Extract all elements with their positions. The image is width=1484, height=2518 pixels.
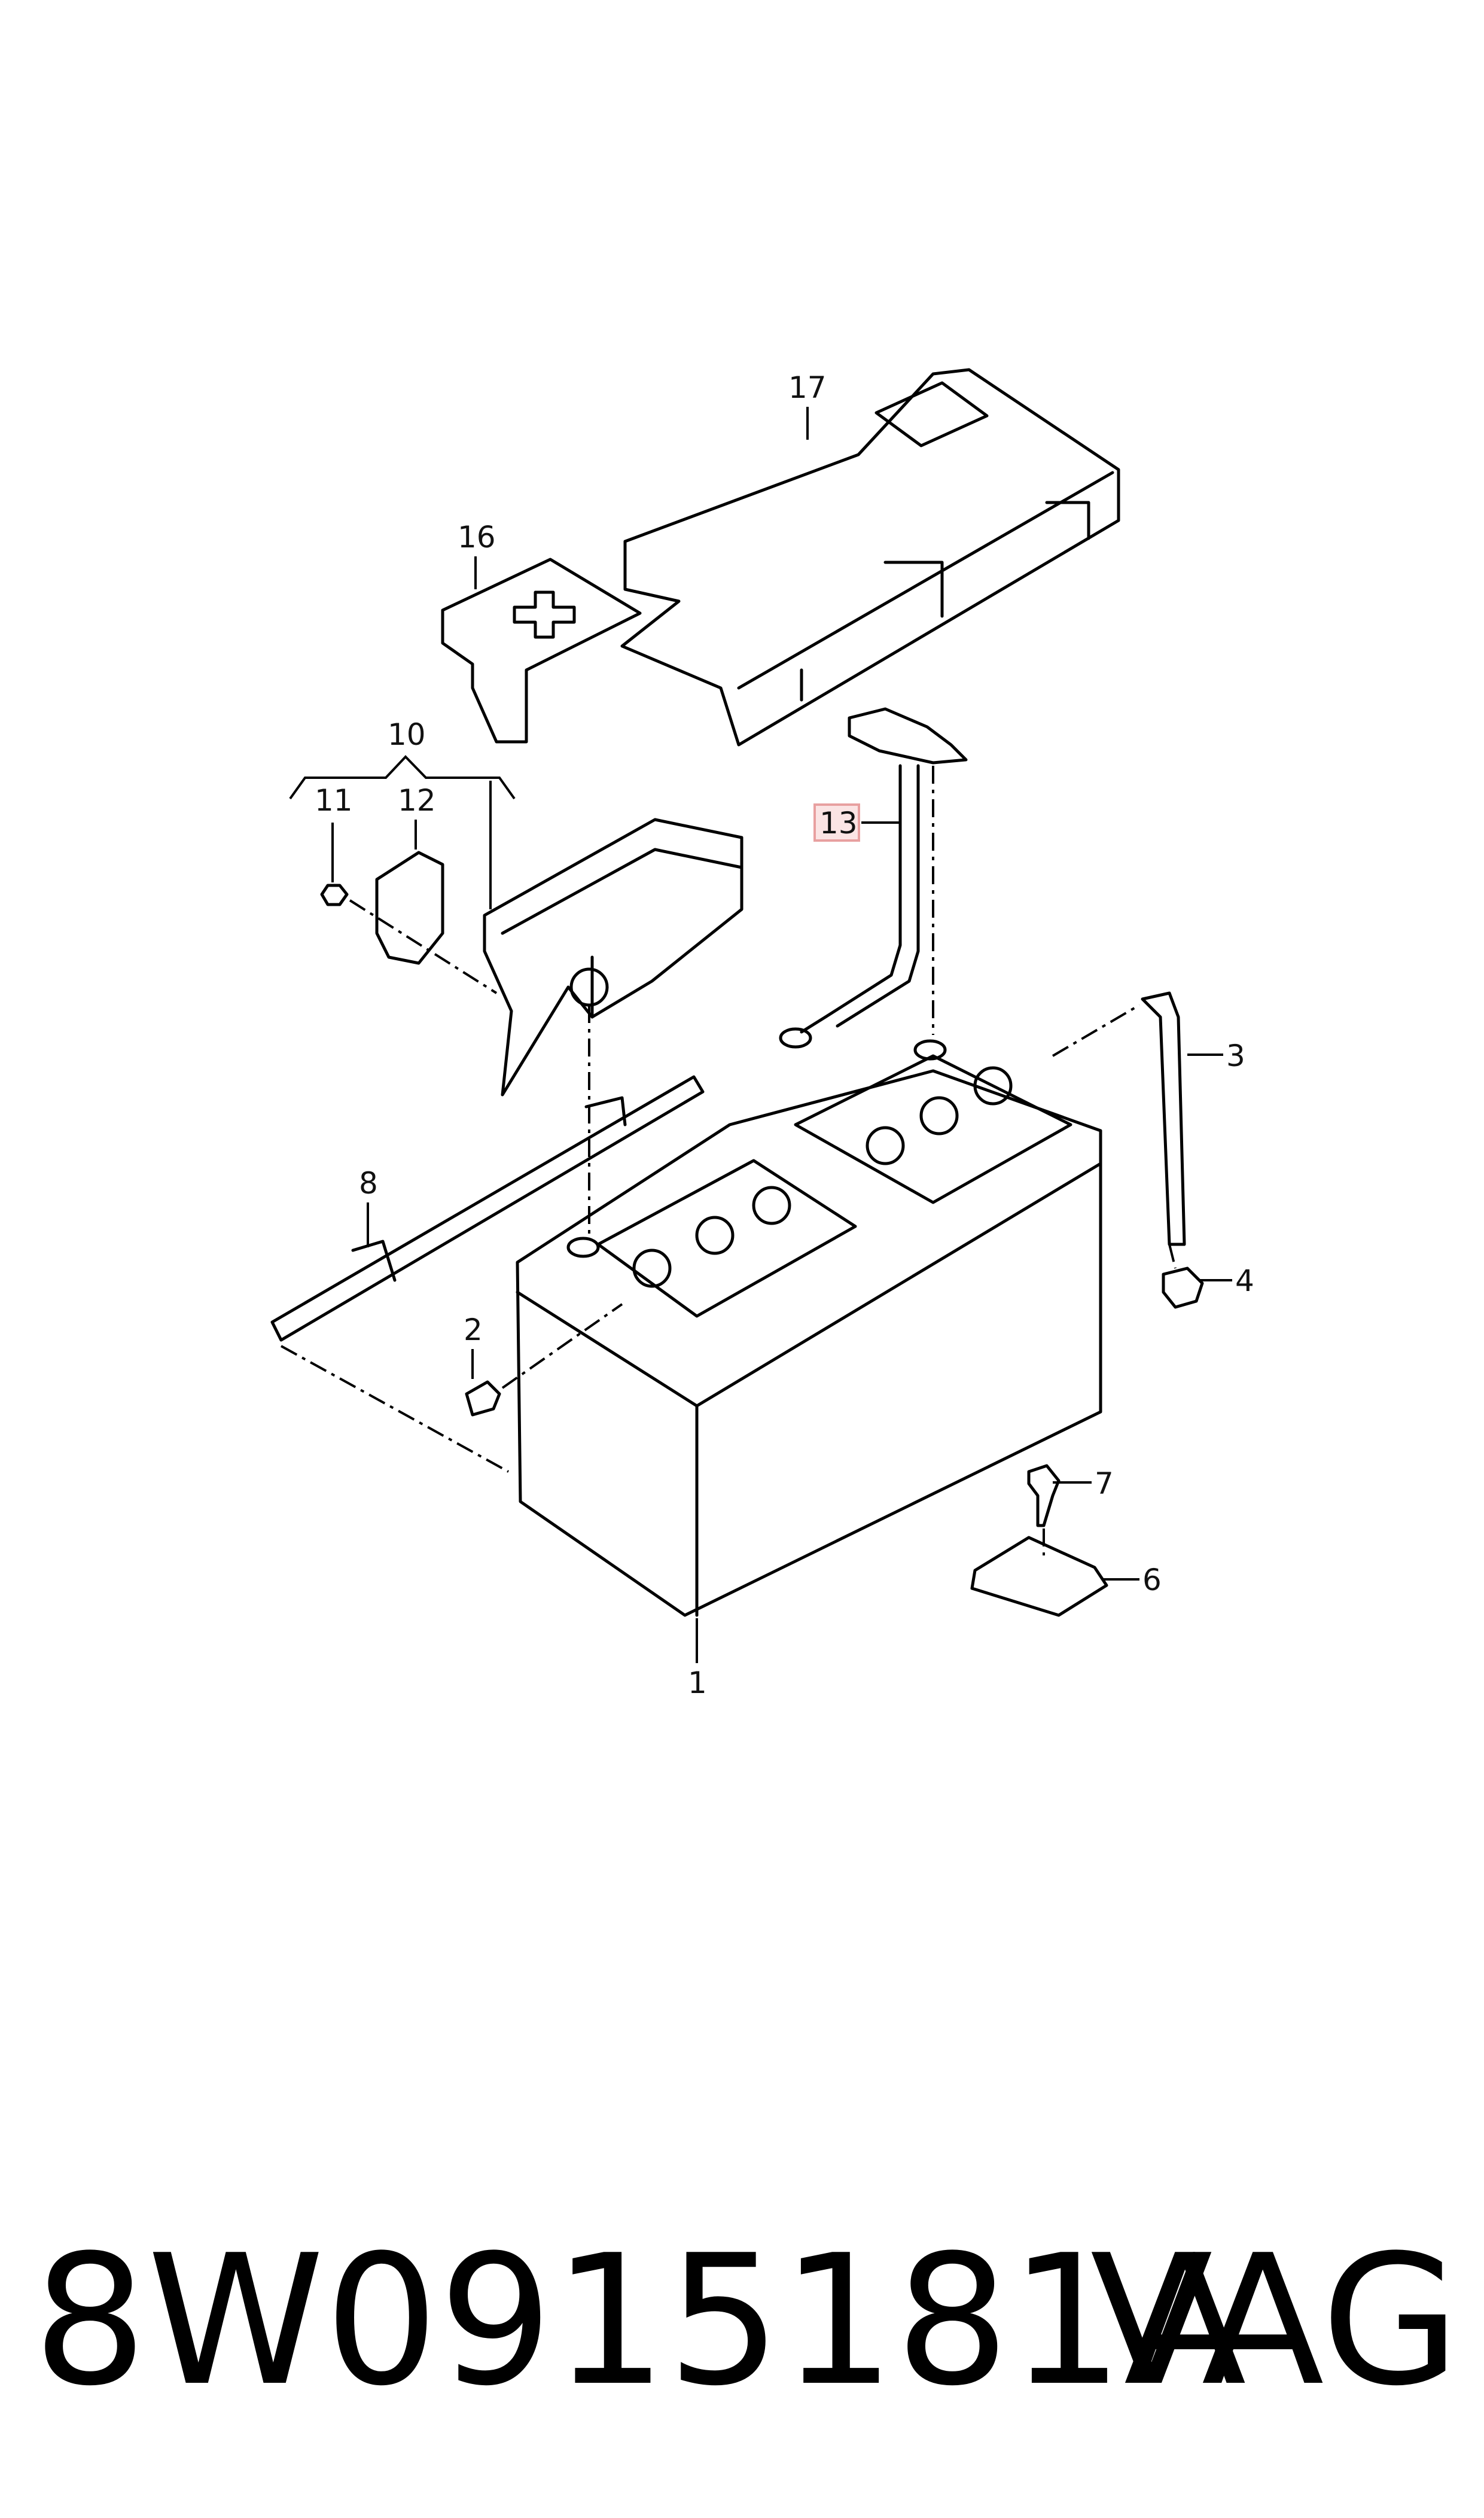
- vent-plug: [465, 1380, 501, 1417]
- mounting-rail: [270, 1075, 705, 1342]
- assembly-lines: [281, 766, 1177, 1555]
- part-number: 8W0915181A: [33, 2216, 1247, 2425]
- battery-cable: [779, 707, 968, 1049]
- callout-12: 12: [398, 783, 436, 818]
- sleeved-cable: [1141, 991, 1186, 1246]
- battery-cover: [620, 368, 1120, 747]
- callout-13-highlight: [813, 803, 860, 842]
- callout-13: 13: [819, 806, 858, 841]
- brand-label: VAG: [1090, 2216, 1460, 2425]
- callout-6: 6: [1142, 1563, 1162, 1597]
- callout-3: 3: [1226, 1039, 1245, 1073]
- fuse-terminal-housing: [483, 818, 743, 1097]
- battery-sensor: [375, 851, 444, 965]
- callout-1: 1: [688, 1666, 707, 1700]
- callout-4: 4: [1235, 1263, 1254, 1298]
- callout-16: 16: [458, 520, 496, 555]
- leader-lines: [289, 407, 1232, 1663]
- nut: [320, 884, 349, 906]
- hex-bolt: [1027, 1464, 1061, 1527]
- callout-2: 2: [464, 1313, 483, 1347]
- callout-17: 17: [788, 370, 827, 405]
- terminal-cap-plus: [441, 558, 642, 744]
- callout-7: 7: [1095, 1466, 1114, 1501]
- battery: [516, 1039, 1102, 1617]
- callout-10: 10: [388, 717, 426, 752]
- flange-nut: [1162, 1266, 1204, 1309]
- callout-8: 8: [359, 1166, 378, 1201]
- hold-down-clamp: [970, 1536, 1108, 1617]
- callout-11: 11: [315, 783, 353, 818]
